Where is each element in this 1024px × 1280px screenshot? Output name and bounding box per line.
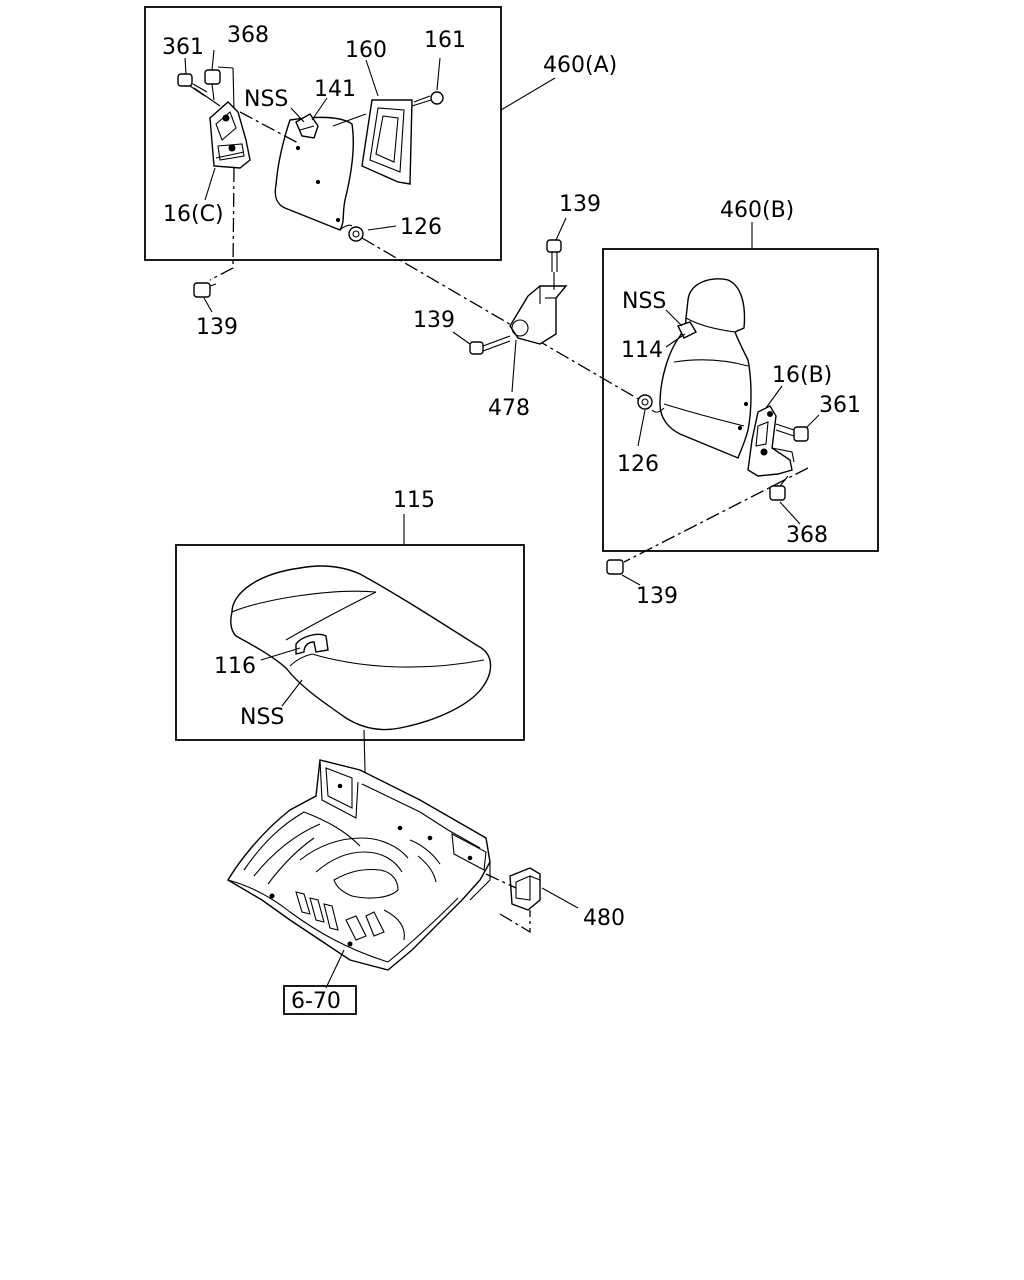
seat-back-cushion-a — [274, 116, 355, 231]
bolt-139-mid — [469, 335, 511, 355]
clip-116 — [295, 633, 329, 655]
label-161: 161 — [424, 28, 466, 53]
label-16b: 16(B) — [772, 363, 832, 388]
label-141: 141 — [314, 77, 356, 102]
label-nss-c: NSS — [240, 705, 284, 730]
label-460b: 460(B) — [720, 198, 794, 223]
group-box-115 — [175, 544, 525, 741]
label-368-a: 368 — [227, 23, 269, 48]
bracket-478 — [509, 285, 568, 345]
nut-126-b — [637, 394, 653, 410]
label-126-a: 126 — [400, 215, 442, 240]
group-box-460b — [602, 248, 879, 552]
label-115: 115 — [393, 488, 435, 513]
bolt-139-right — [606, 559, 624, 575]
label-139-top: 139 — [559, 192, 601, 217]
hinge-bracket-16b — [747, 405, 795, 477]
bolt-368-b — [769, 475, 789, 501]
label-114: 114 — [621, 338, 663, 363]
group-box-460a — [144, 6, 502, 261]
clip-114 — [677, 321, 697, 339]
reference-box-6-70 — [283, 985, 357, 1015]
nut-126-a — [348, 226, 364, 242]
bolt-361-b — [775, 423, 809, 442]
screw-161 — [411, 91, 444, 107]
seat-back-cushion-b — [651, 278, 752, 459]
label-460a: 460(A) — [543, 53, 617, 78]
label-139-left: 139 — [196, 315, 238, 340]
label-nss-b: NSS — [622, 289, 666, 314]
label-16c: 16(C) — [163, 202, 224, 227]
label-361-b: 361 — [819, 393, 861, 418]
label-126-b: 126 — [617, 452, 659, 477]
hinge-bracket-16c — [209, 101, 251, 169]
label-139-mid: 139 — [413, 308, 455, 333]
label-116: 116 — [214, 654, 256, 679]
bolt-361-a — [177, 73, 208, 97]
bolt-139-top — [546, 239, 562, 272]
bolt-139-left — [193, 282, 217, 298]
floor-panel-6-70 — [227, 759, 491, 971]
label-160: 160 — [345, 38, 387, 63]
label-nss-a: NSS — [244, 87, 288, 112]
label-6-70: 6-70 — [291, 989, 341, 1014]
label-478: 478 — [488, 396, 530, 421]
seat-cushion-115 — [230, 565, 492, 731]
label-139-right: 139 — [636, 584, 678, 609]
clip-480 — [509, 867, 541, 911]
label-480: 480 — [583, 906, 625, 931]
label-368-b: 368 — [786, 523, 828, 548]
label-361-a: 361 — [162, 35, 204, 60]
cover-panel-160 — [361, 99, 413, 185]
bolt-368-a — [204, 69, 221, 101]
